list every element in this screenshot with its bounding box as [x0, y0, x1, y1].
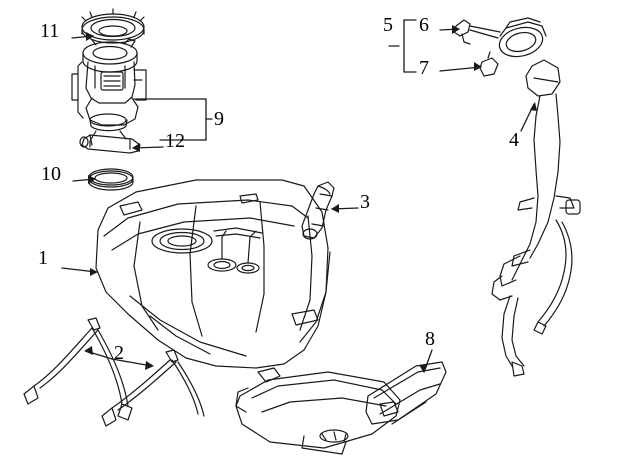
callout-2: 2: [114, 342, 124, 364]
callout-12: 12: [165, 130, 185, 152]
leader-lines: [61, 19, 537, 373]
callout-8: 8: [425, 328, 435, 350]
callout-7: 7: [419, 57, 429, 79]
part-fuel-cap-tether-clip: [453, 19, 471, 45]
part-fuel-cap: [469, 17, 547, 58]
part-filler-hose: [301, 181, 335, 240]
part-pump-bracket-arm: [79, 134, 141, 154]
callout-11: 11: [40, 20, 60, 42]
callout-9: 9: [214, 108, 224, 130]
callout-3: 3: [360, 191, 370, 213]
part-heat-shield: [365, 361, 447, 425]
part-underbody-bracket: [235, 367, 401, 455]
callout-4: 4: [509, 129, 519, 151]
bracket-9-arms: [133, 98, 207, 141]
leader-2b: [111, 358, 153, 367]
callout-5: 5: [383, 14, 393, 36]
part-filler-neck-pipe: [491, 59, 581, 377]
part-lock-ring: [88, 168, 134, 191]
callout-6: 6: [419, 14, 429, 36]
callout-10: 10: [41, 163, 61, 185]
part-fuel-pump-module: [71, 38, 147, 148]
part-fuel-tank: [95, 179, 331, 369]
bracket-5-arms: [403, 19, 417, 73]
part-retainer-clip: [479, 51, 499, 77]
callout-1: 1: [38, 247, 48, 269]
part-sending-unit-cover: [81, 8, 145, 44]
part-tank-strap: [23, 317, 205, 427]
